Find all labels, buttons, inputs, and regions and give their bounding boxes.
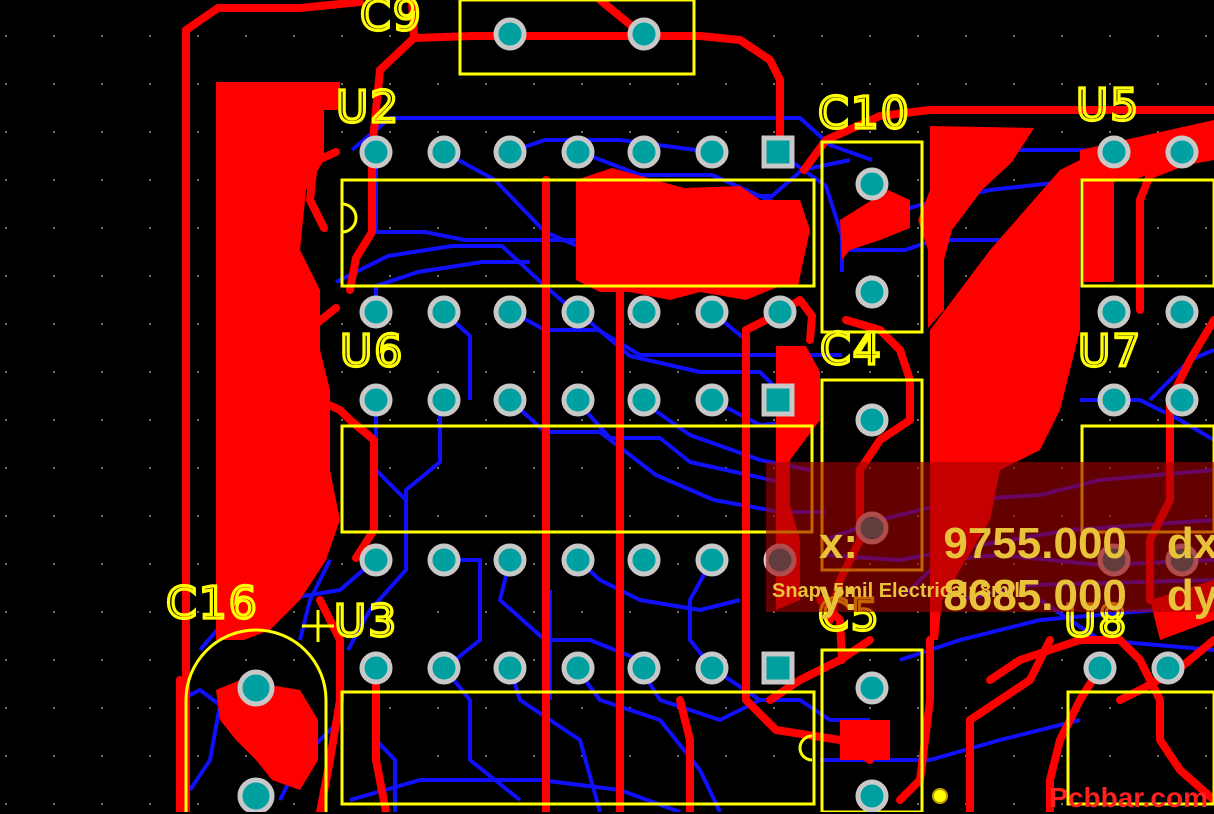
snap-status: Snap: 5mil Electrical: 8mil <box>772 580 1020 602</box>
y-value: 8685.000 <box>943 571 1127 620</box>
watermark: Pcbbar.com <box>1049 782 1208 813</box>
designator-u3: U3 <box>334 596 398 647</box>
y-label: y: <box>818 571 859 620</box>
designator-u7: U7 <box>1078 326 1142 377</box>
coordinate-readout: x: 9755.000 dx: y: 8685.000 dy: Snap: 5mil E… <box>766 462 1214 618</box>
x-label: x: <box>818 519 859 568</box>
designator-c10: C10 <box>818 88 911 139</box>
designator-u6: U6 <box>340 326 404 377</box>
x-coordinate-row: x: 9755.000 dx: <box>770 478 1214 610</box>
y-coordinate-row: y: 8685.000 dy: <box>770 530 1214 662</box>
component-pads <box>237 17 1199 812</box>
designator-c16: C16 <box>166 578 259 629</box>
dx-label: dx: <box>1166 519 1214 568</box>
designator-u2: U2 <box>336 82 400 133</box>
dy-label: dy: <box>1166 571 1214 620</box>
designator-c4: C4 <box>820 324 883 375</box>
silkscreen-outlines <box>184 0 1214 812</box>
designator-c9: C9 <box>360 0 423 41</box>
designator-u5: U5 <box>1076 80 1140 131</box>
x-value: 9755.000 <box>943 519 1127 568</box>
